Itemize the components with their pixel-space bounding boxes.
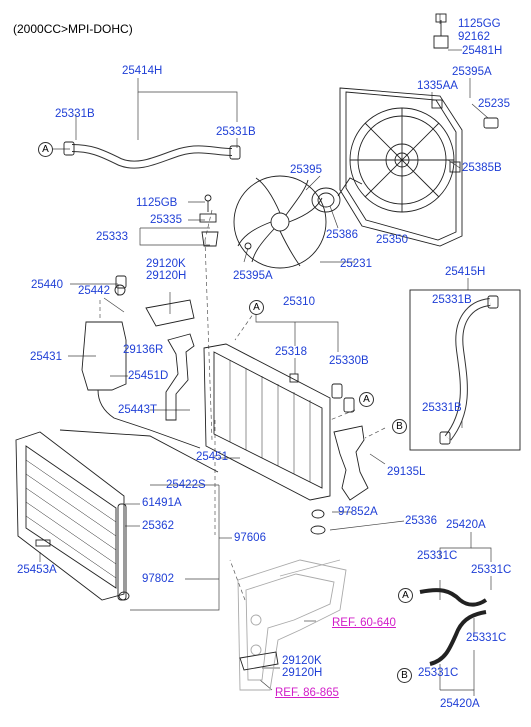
part-label[interactable]: 25350: [376, 234, 408, 246]
part-label[interactable]: 25385B: [462, 162, 502, 174]
variant-header: (2000CC>MPI-DOHC): [13, 22, 133, 36]
part-label[interactable]: 25386: [326, 229, 358, 241]
part-label[interactable]: 25231: [340, 258, 372, 270]
part-label[interactable]: 25333: [96, 231, 128, 243]
part-label[interactable]: 25422S: [166, 479, 206, 491]
part-label[interactable]: 29120H: [146, 270, 187, 282]
part-label[interactable]: 1335AA: [417, 80, 458, 92]
part-label[interactable]: 29120K: [146, 258, 186, 270]
part-label[interactable]: 29135L: [387, 466, 426, 478]
leader-lines: [39, 14, 492, 696]
part-label[interactable]: 25395: [290, 164, 322, 176]
part-label[interactable]: 97802: [142, 573, 174, 585]
part-label[interactable]: 25331C: [471, 564, 512, 576]
part-label[interactable]: 1125GG: [458, 18, 501, 30]
part-label[interactable]: 25318: [275, 346, 307, 358]
part-label[interactable]: 25335: [150, 214, 182, 226]
part-label[interactable]: 25414H: [122, 65, 163, 77]
part-label[interactable]: 25336: [405, 515, 437, 527]
part-label[interactable]: 25331C: [417, 550, 458, 562]
part-label[interactable]: 25395A: [452, 66, 492, 78]
part-label[interactable]: 25310: [283, 296, 315, 308]
part-label[interactable]: 29136R: [123, 344, 164, 356]
part-label[interactable]: 25451: [196, 451, 228, 463]
part-label[interactable]: 25362: [142, 520, 174, 532]
part-label[interactable]: 25331C: [418, 667, 459, 679]
part-label[interactable]: 25235: [478, 98, 510, 110]
ref-link-body[interactable]: REF. 86-865: [275, 687, 339, 699]
hose-box: [409, 289, 521, 451]
reservoir: [81, 275, 201, 449]
part-label[interactable]: 25453A: [17, 564, 57, 576]
callout-a: A: [398, 588, 413, 603]
ref-link-front-end[interactable]: REF. 60-640: [332, 617, 396, 629]
part-label[interactable]: 92162: [458, 31, 490, 43]
part-label[interactable]: 25415H: [445, 266, 486, 278]
brackets: [145, 194, 369, 501]
callout-a: A: [38, 142, 53, 157]
part-label[interactable]: 25420A: [446, 519, 486, 531]
part-label[interactable]: 1125GB: [136, 197, 178, 209]
part-label[interactable]: 25395A: [233, 270, 273, 282]
part-label[interactable]: 29120H: [282, 667, 323, 679]
radiator: [203, 343, 355, 501]
fan-shroud: [339, 87, 463, 247]
condenser: [15, 429, 219, 601]
part-label[interactable]: 25331B: [216, 126, 256, 138]
fan-blade: [233, 175, 327, 269]
part-label[interactable]: 25442: [78, 285, 110, 297]
part-label[interactable]: 97852A: [338, 506, 378, 518]
lower-hose: [444, 298, 491, 441]
callout-b: B: [392, 419, 407, 434]
part-label[interactable]: 97606: [234, 532, 266, 544]
part-label[interactable]: 61491A: [142, 497, 182, 509]
fan-motor: [311, 13, 499, 213]
part-label[interactable]: 25440: [31, 279, 63, 291]
callout-b: B: [397, 668, 412, 683]
callout-a: A: [249, 300, 264, 315]
part-label[interactable]: 25331B: [432, 294, 472, 306]
part-label[interactable]: 25481H: [462, 45, 503, 57]
front-end-module: [237, 559, 347, 691]
part-label[interactable]: 25330B: [329, 355, 369, 367]
part-label[interactable]: 25443T: [118, 404, 158, 416]
part-label[interactable]: 25431: [30, 351, 62, 363]
part-label[interactable]: 25331B: [422, 402, 462, 414]
dashed-lines: [99, 209, 386, 601]
part-label[interactable]: 25420A: [440, 698, 480, 710]
part-label[interactable]: 25451D: [128, 370, 169, 382]
part-label[interactable]: 29120K: [282, 655, 322, 667]
part-label[interactable]: 25331B: [55, 108, 95, 120]
callout-a: A: [359, 392, 374, 407]
part-label[interactable]: 25331C: [466, 632, 507, 644]
